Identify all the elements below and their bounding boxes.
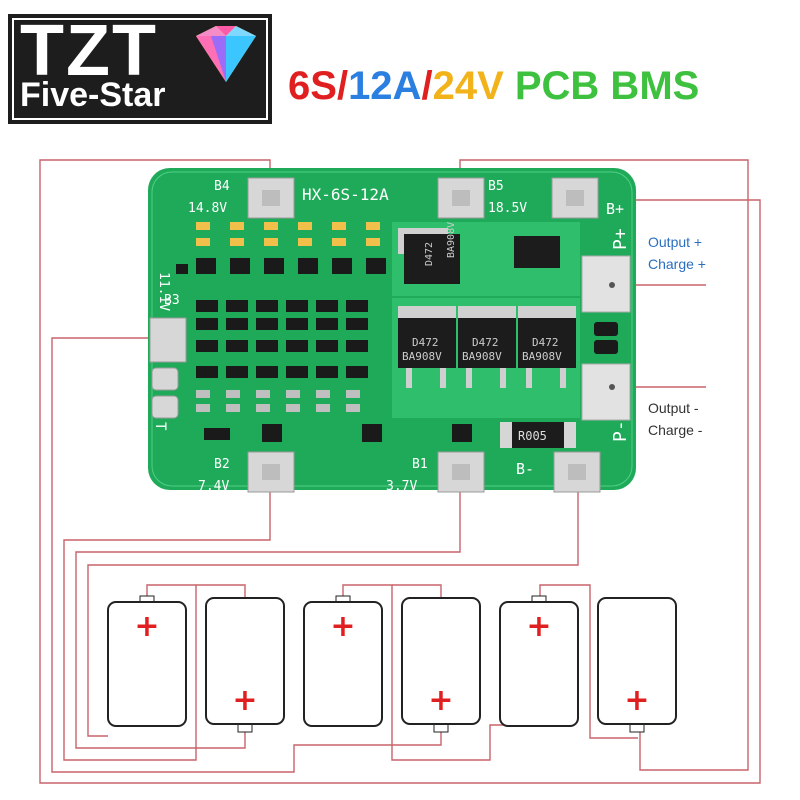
headline-part-type: PCB BMS bbox=[503, 64, 700, 108]
mosfet-3-line2: BA908V bbox=[522, 350, 562, 363]
headline-part-cells: 6S bbox=[288, 64, 337, 108]
battery-1-plus: + bbox=[134, 609, 159, 644]
pad-b3-name: B3 bbox=[164, 293, 180, 308]
pad-bplus-name: B+ bbox=[606, 200, 624, 218]
wire-bminus bbox=[87, 490, 579, 737]
pad-t-name: T bbox=[152, 422, 168, 431]
wire-b5 bbox=[459, 159, 749, 771]
battery-1 bbox=[107, 595, 187, 727]
brand-name: TZT bbox=[20, 11, 158, 91]
pad-pplus-name: P+ bbox=[610, 228, 631, 250]
mosfet-2-line2: BA908V bbox=[462, 350, 502, 363]
output-minus-dot bbox=[609, 384, 615, 390]
pad-b4-name: B4 bbox=[214, 179, 230, 194]
mosfet-group: D472 BA908V D472 BA908V D472 BA908V bbox=[398, 306, 576, 388]
mosfet-1-line1: D472 bbox=[412, 336, 439, 349]
shunt-resistor: R005 bbox=[500, 422, 576, 448]
battery-2-plus: + bbox=[232, 683, 257, 718]
output-plus-dot bbox=[609, 282, 615, 288]
mosfet-1-line2: BA908V bbox=[402, 350, 442, 363]
mosfet-1: D472 BA908V bbox=[398, 306, 456, 388]
headline-sep-1: / bbox=[336, 64, 349, 108]
wire-cell-4 bbox=[392, 584, 442, 598]
product-headline: 6S/12A/24V PCB BMS bbox=[288, 64, 699, 109]
wire-b2 bbox=[63, 490, 271, 761]
headline-sep-2: / bbox=[421, 64, 433, 108]
pad-b3-voltage: 11.1V bbox=[156, 272, 171, 311]
pad-b5-voltage: 18.5V bbox=[488, 201, 527, 216]
battery-5-plus: + bbox=[526, 609, 551, 644]
pad-bminus-name: B- bbox=[516, 460, 534, 478]
pad-b2-name: B2 bbox=[214, 457, 230, 472]
battery-6-plus: + bbox=[624, 683, 649, 718]
battery-6 bbox=[597, 597, 677, 733]
battery-3 bbox=[303, 595, 383, 727]
headline-part-current: 12A bbox=[348, 64, 422, 108]
pad-b2-voltage: 7.4V bbox=[198, 479, 229, 494]
battery-5 bbox=[499, 595, 579, 727]
mosfet-top-line1: D472 bbox=[424, 242, 435, 266]
pad-b4-voltage: 14.8V bbox=[188, 201, 227, 216]
output-minus-label: Output - bbox=[648, 400, 699, 416]
mosfet-top: D472 BA908V bbox=[398, 222, 560, 284]
solder-pads bbox=[149, 177, 631, 493]
pad-b1-voltage: 3.7V bbox=[386, 479, 417, 494]
wire-cell-1-2 bbox=[146, 584, 196, 598]
headline-part-voltage: 24V bbox=[432, 64, 504, 108]
pad-pminus-name: P- bbox=[610, 420, 631, 442]
mosfet-3: D472 BA908V bbox=[518, 306, 576, 388]
brand-logo: TZT Five-Star bbox=[8, 11, 272, 124]
wire-cell-5 bbox=[539, 584, 638, 739]
brand-tagline: Five-Star bbox=[20, 76, 166, 114]
battery-2 bbox=[205, 597, 285, 733]
mosfet-3-line1: D472 bbox=[532, 336, 559, 349]
pad-b5-name: B5 bbox=[488, 179, 504, 194]
battery-3-plus: + bbox=[330, 609, 355, 644]
shunt-resistor-label: R005 bbox=[518, 429, 547, 443]
battery-4-plus: + bbox=[428, 683, 453, 718]
logo-frame: TZT Five-Star bbox=[12, 11, 268, 120]
mosfet-2-line1: D472 bbox=[472, 336, 499, 349]
diamond-icon bbox=[196, 26, 256, 82]
mosfet-2: D472 BA908V bbox=[458, 306, 516, 388]
wire-cell-3 bbox=[342, 584, 540, 761]
battery-4 bbox=[401, 597, 481, 733]
output-plus-label: Output + bbox=[648, 234, 703, 250]
charge-plus-label: Charge + bbox=[648, 256, 706, 272]
smd-components bbox=[176, 222, 618, 442]
wire-b1 bbox=[75, 490, 461, 749]
board-model: HX-6S-12A bbox=[302, 185, 389, 204]
wire-b4-frame bbox=[39, 159, 761, 784]
charge-minus-label: Charge - bbox=[648, 422, 703, 438]
pad-b1-name: B1 bbox=[412, 457, 428, 472]
mosfet-top-line2: BA908V bbox=[446, 222, 457, 258]
wire-b3 bbox=[51, 337, 442, 773]
battery-pack bbox=[107, 595, 677, 733]
